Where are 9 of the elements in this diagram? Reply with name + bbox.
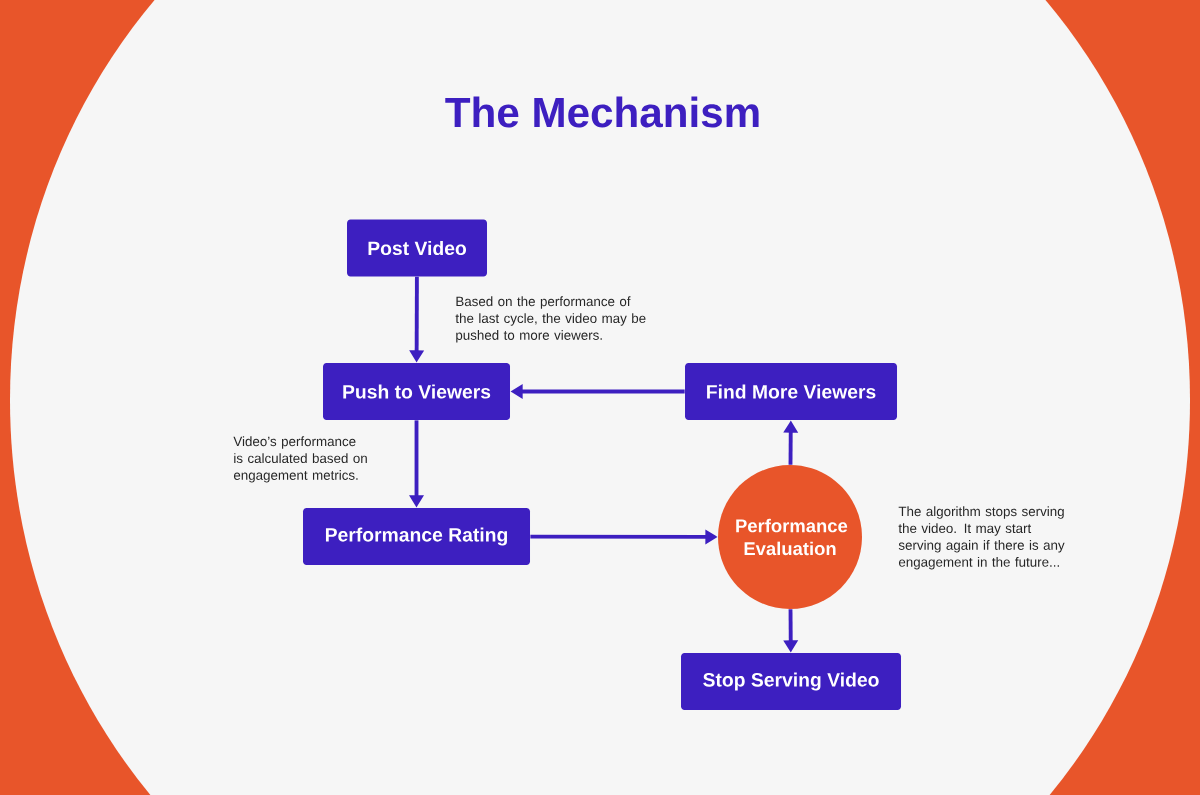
note-text: The algorithm stops serving the video. It may start serving again if there is any engagement in the future... bbox=[898, 506, 1065, 570]
note-text: Based on the performance of the last cycle, the video may be pushed to more viewers. bbox=[455, 296, 646, 343]
process-box: Post Video bbox=[347, 219, 487, 277]
process-box: Find More Viewers bbox=[685, 363, 897, 420]
note-text: Video’s performance is calculated based on engagement metrics. bbox=[233, 436, 367, 483]
process-box: Push to Viewers bbox=[323, 363, 510, 420]
process-box: Performance Rating bbox=[303, 508, 530, 565]
title: The Mechanism bbox=[445, 96, 759, 128]
process-box: Stop Serving Video bbox=[681, 653, 901, 710]
